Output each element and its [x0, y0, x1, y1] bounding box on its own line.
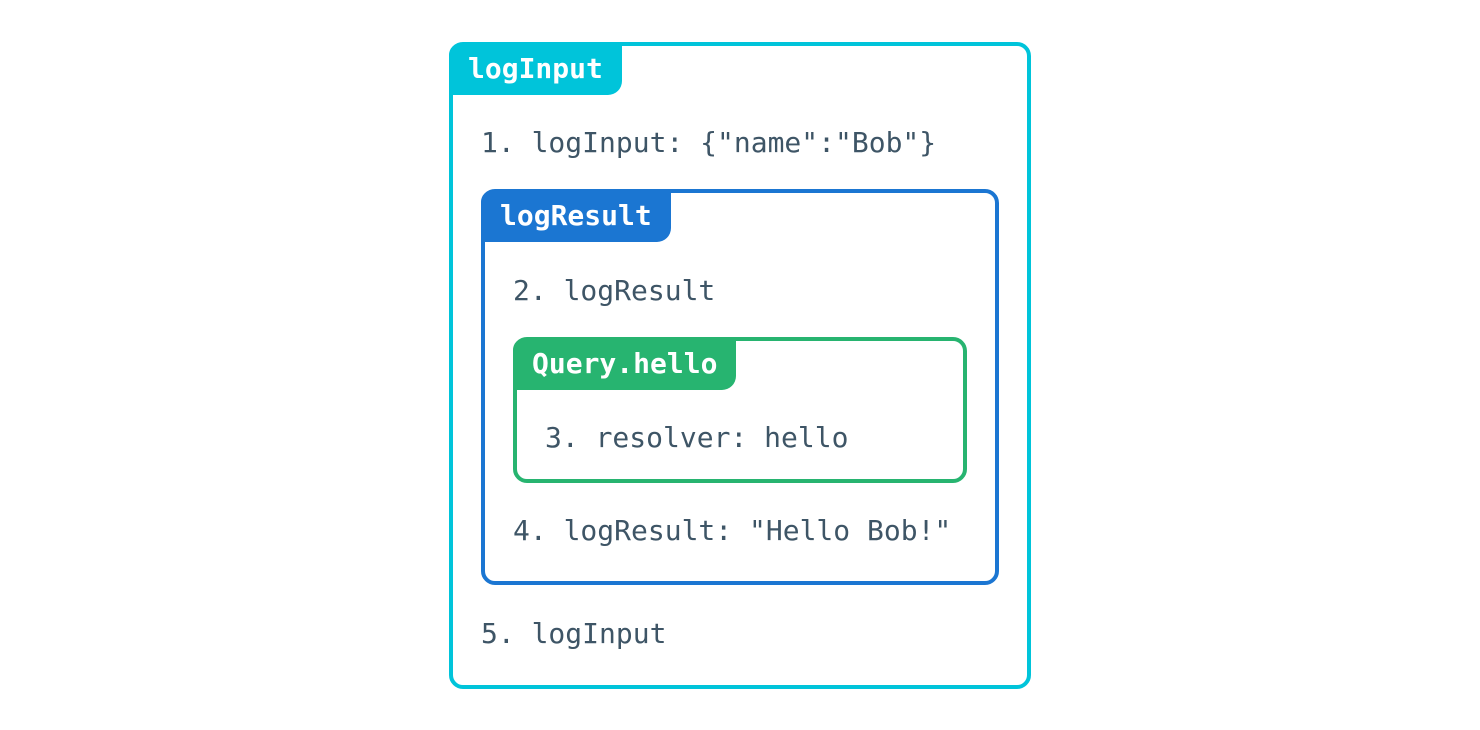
step-2-logresult-call: 2. logResult: [513, 274, 716, 307]
resolver-label-query-hello: Query.hello: [513, 338, 737, 390]
middleware-box-loginput: [449, 42, 1031, 689]
middleware-box-logresult: [481, 189, 999, 585]
middleware-label-logresult: logResult: [481, 190, 671, 242]
step-4-logresult-return: 4. logResult: "Hello Bob!": [513, 514, 952, 547]
middleware-label-loginput: logInput: [449, 43, 622, 95]
step-3-resolver-call: 3. resolver: hello: [545, 421, 849, 454]
step-5-loginput-return: 5. logInput: [481, 617, 667, 650]
step-1-loginput-call: 1. logInput: {"name":"Bob"}: [481, 126, 937, 159]
resolver-box-query-hello: [513, 337, 967, 483]
